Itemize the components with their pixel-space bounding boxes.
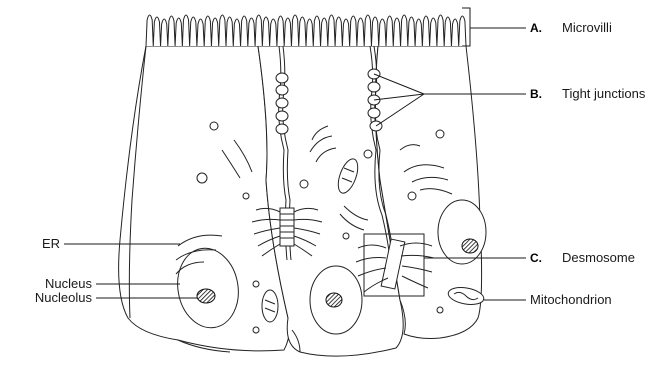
tj-left-3 xyxy=(276,98,288,108)
label-mitochondrion: Mitochondrion xyxy=(530,292,612,307)
tj-left-4 xyxy=(276,111,288,121)
nucleus-right xyxy=(438,200,486,264)
label-b-letter: B. xyxy=(530,87,542,101)
microvilli xyxy=(146,15,466,46)
mitochondrion-left xyxy=(262,290,278,322)
tj-right-4 xyxy=(368,108,380,118)
label-microvilli: Microvilli xyxy=(562,20,612,35)
microvilli-outline xyxy=(146,15,466,46)
tj-left-2 xyxy=(276,85,288,95)
label-tight-junctions: Tight junctions xyxy=(562,86,646,101)
label-nucleolus: Nucleolus xyxy=(35,290,93,305)
tj-left-5 xyxy=(276,124,288,134)
cell-bodies xyxy=(119,46,482,356)
label-er: ER xyxy=(42,236,60,251)
tj-left-1 xyxy=(276,73,288,83)
label-c-letter: C. xyxy=(530,251,542,265)
label-a-letter: A. xyxy=(530,21,542,35)
label-desmosome: Desmosome xyxy=(562,250,635,265)
tj-right-2 xyxy=(368,82,380,92)
nucleolus-left xyxy=(197,289,215,303)
label-nucleus: Nucleus xyxy=(45,276,92,291)
